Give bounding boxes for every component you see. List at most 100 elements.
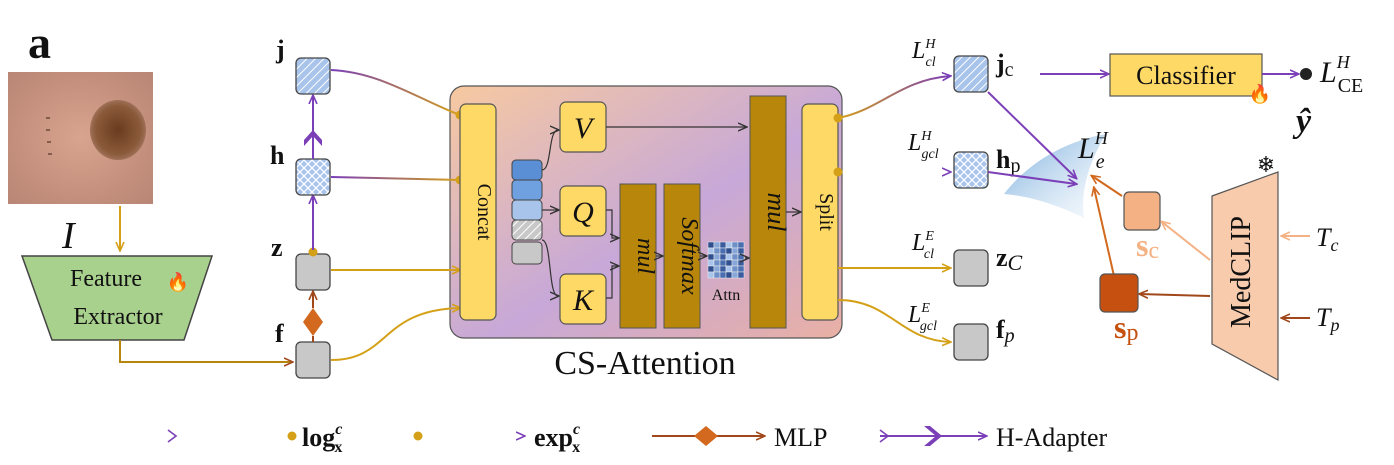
fp-base: f <box>996 315 1005 344</box>
loss-e-h-sup: H <box>1094 128 1109 148</box>
node-h <box>295 158 331 196</box>
edge-stack-k <box>541 239 558 296</box>
feature-extractor-line1: Feature <box>70 266 142 292</box>
attn-cell <box>719 265 727 273</box>
attn-cell <box>707 253 715 261</box>
attn-label: Attn <box>712 287 740 304</box>
sp-label: sp <box>1114 309 1138 346</box>
edge-split-jc <box>837 76 950 119</box>
attn-cell <box>707 265 715 273</box>
node-j <box>295 57 331 95</box>
edge-sp-manifold <box>1094 188 1115 277</box>
softmax-label: Softmax <box>676 217 702 295</box>
attn-cell <box>731 271 739 279</box>
attn-cell <box>725 271 733 279</box>
attn-cell <box>725 253 733 261</box>
hp-base: h <box>996 145 1011 174</box>
loss-cl-e-sub: cl <box>924 247 934 262</box>
output-dot <box>1300 68 1312 80</box>
attn-cell <box>731 259 739 267</box>
split-box <box>801 103 839 321</box>
attn-cell <box>731 241 739 249</box>
edge-medclip-sp <box>1140 294 1211 296</box>
attn-cell <box>713 271 721 279</box>
attn-cell <box>707 247 715 255</box>
input-label: I <box>61 215 77 257</box>
attn-cell <box>707 259 715 267</box>
attn-cell <box>707 241 715 249</box>
legend-hadapter-tail <box>879 429 890 443</box>
edge-j-concat <box>330 69 461 116</box>
attn-cell <box>737 259 745 267</box>
attn-cell <box>725 265 733 273</box>
tp-base: T <box>1316 303 1332 332</box>
edge-jc-manifold <box>987 91 1076 178</box>
node-f-label: f <box>275 319 284 348</box>
y-hat: ŷ <box>1292 103 1312 140</box>
edge-f-concat <box>330 308 460 361</box>
attn-cell <box>737 253 745 261</box>
edge-k-mul1 <box>606 266 618 299</box>
k-box <box>559 273 607 325</box>
attn-cell <box>719 271 727 279</box>
node-z-label: z <box>271 233 283 262</box>
dot-split-jc <box>833 113 843 123</box>
legend-log-text: log <box>302 423 335 452</box>
sc-label: sc <box>1136 227 1159 264</box>
tp-label: Tp <box>1316 303 1339 335</box>
attn-cell <box>737 241 745 249</box>
fire-icon: 🔥 <box>167 271 189 292</box>
mul2-box <box>749 95 787 329</box>
node-h-label: h <box>270 141 285 170</box>
node-jc-label: jc <box>995 49 1014 81</box>
attn-cell <box>725 247 733 255</box>
sc-sub: c <box>1148 238 1159 264</box>
node-hp <box>953 151 989 189</box>
loss-gcl-h-sub: gcl <box>921 147 938 162</box>
medclip-box <box>1211 171 1279 382</box>
edge-split-fp <box>837 299 950 342</box>
tc-base: T <box>1316 223 1332 252</box>
node-fp-label: fp <box>996 315 1015 347</box>
h-adapter-chevron <box>304 130 322 146</box>
q-box <box>559 185 607 237</box>
node-z <box>295 253 331 291</box>
attn-cell <box>731 253 739 261</box>
mlp-diamond <box>303 308 323 336</box>
legend-log-sub: x <box>334 439 342 456</box>
tc-sub: c <box>1330 235 1338 255</box>
mul1-box <box>619 183 657 329</box>
legend-exp-sup: c <box>573 421 580 438</box>
sp-sub: p <box>1126 320 1138 346</box>
hp-sub: p <box>1010 155 1020 177</box>
sp-base: s <box>1114 309 1126 345</box>
medclip-label: MedCLIP <box>1226 216 1257 328</box>
attn-cell <box>719 247 727 255</box>
panel-label: a <box>28 17 51 68</box>
attn-cell <box>713 247 721 255</box>
node-zc-label: zC <box>996 243 1023 275</box>
node-j-label: j <box>275 35 285 64</box>
classifier-fire-icon: 🔥 <box>1249 83 1271 104</box>
zc-base: z <box>996 243 1008 272</box>
feature-extractor-line2: Extractor <box>73 304 162 330</box>
edge-extractor-f <box>119 340 292 362</box>
loss-gcl-h-base: L <box>907 130 921 156</box>
attn-cell <box>737 247 745 255</box>
softmax-box <box>663 183 701 329</box>
attn-cell <box>725 241 733 249</box>
attn-cell <box>731 265 739 273</box>
loss-ce-h-sup: H <box>1336 52 1351 72</box>
attn-cell <box>719 259 727 267</box>
edge-medclip-sc <box>1162 222 1211 261</box>
attn-cell <box>707 271 715 279</box>
legend-log-sup: c <box>335 421 342 438</box>
classifier-box <box>1109 53 1263 97</box>
loss-cl-h-base: L <box>911 38 925 64</box>
loss-cl-h-sub: cl <box>925 55 935 70</box>
